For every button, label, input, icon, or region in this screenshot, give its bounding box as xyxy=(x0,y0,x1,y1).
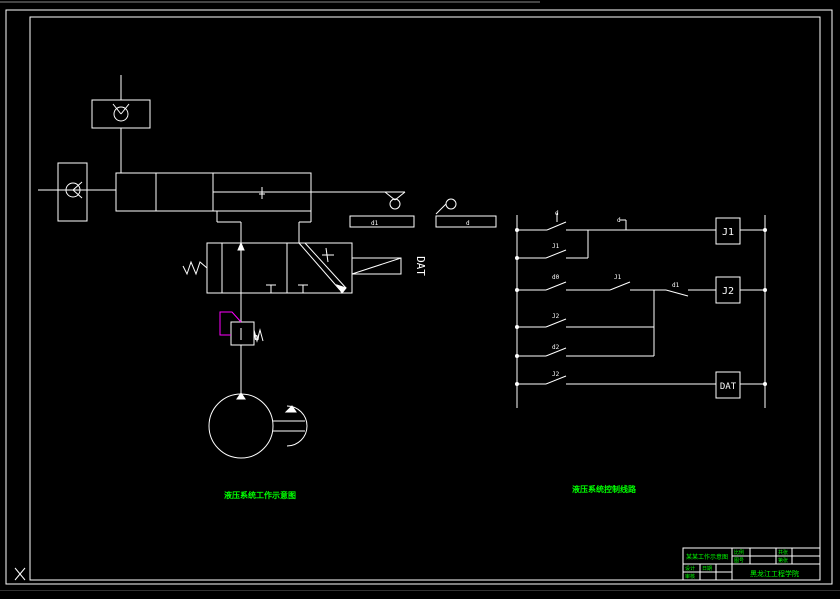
check-valve-top xyxy=(91,75,151,173)
contact-label: J1 xyxy=(614,274,622,281)
title-block xyxy=(682,547,821,581)
pilot-line xyxy=(219,311,242,336)
control-circuit xyxy=(516,213,766,408)
contact-label: J2 xyxy=(552,371,560,378)
hydraulic-caption: 液压系统工作示意图 xyxy=(224,490,296,500)
title-block-cell: 比例 xyxy=(734,549,744,556)
title-block-cell: 第张 xyxy=(778,557,788,564)
limit-switch-1 xyxy=(349,191,415,228)
relay-dat: DAT xyxy=(720,382,737,392)
title-block-cell: 日期 xyxy=(702,566,712,572)
check-valve-left xyxy=(38,162,116,222)
contact-label: d xyxy=(555,210,559,217)
ucs-icon xyxy=(14,567,26,581)
inner-frame xyxy=(29,16,821,581)
relief-valve xyxy=(230,293,264,400)
title-block-cell: 设计 xyxy=(685,565,695,572)
outer-frame xyxy=(5,9,833,585)
title-block-cell: 审核 xyxy=(685,573,695,580)
contact-label: J2 xyxy=(552,313,560,320)
relay-j1: J1 xyxy=(722,227,734,238)
contact-label: d0 xyxy=(552,274,560,281)
limit-switch-2-label: d xyxy=(466,220,470,227)
relay-j2: J2 xyxy=(722,286,734,297)
title-block-school: 黑龙江工程学院 xyxy=(750,569,799,578)
contact-label: d1 xyxy=(672,282,680,289)
contact-label: J1 xyxy=(552,243,560,250)
limit-switch-1-label: d1 xyxy=(371,220,379,227)
spring-mark: W xyxy=(254,333,260,343)
control-caption: 液压系统控制线路 xyxy=(572,484,637,494)
title-block-cell: 图号 xyxy=(734,558,744,564)
hydraulic-motor xyxy=(208,393,308,459)
directional-valve xyxy=(182,241,402,294)
title-block-title: 某某工作示意图 xyxy=(686,553,728,561)
status-bar xyxy=(0,590,840,599)
contact-label: d xyxy=(617,217,621,224)
valve-label: DAT xyxy=(414,256,427,276)
limit-switch-2 xyxy=(435,198,497,228)
cylinder xyxy=(115,172,385,212)
title-block-cell: 共张 xyxy=(778,549,788,556)
contact-label: d2 xyxy=(552,344,560,351)
